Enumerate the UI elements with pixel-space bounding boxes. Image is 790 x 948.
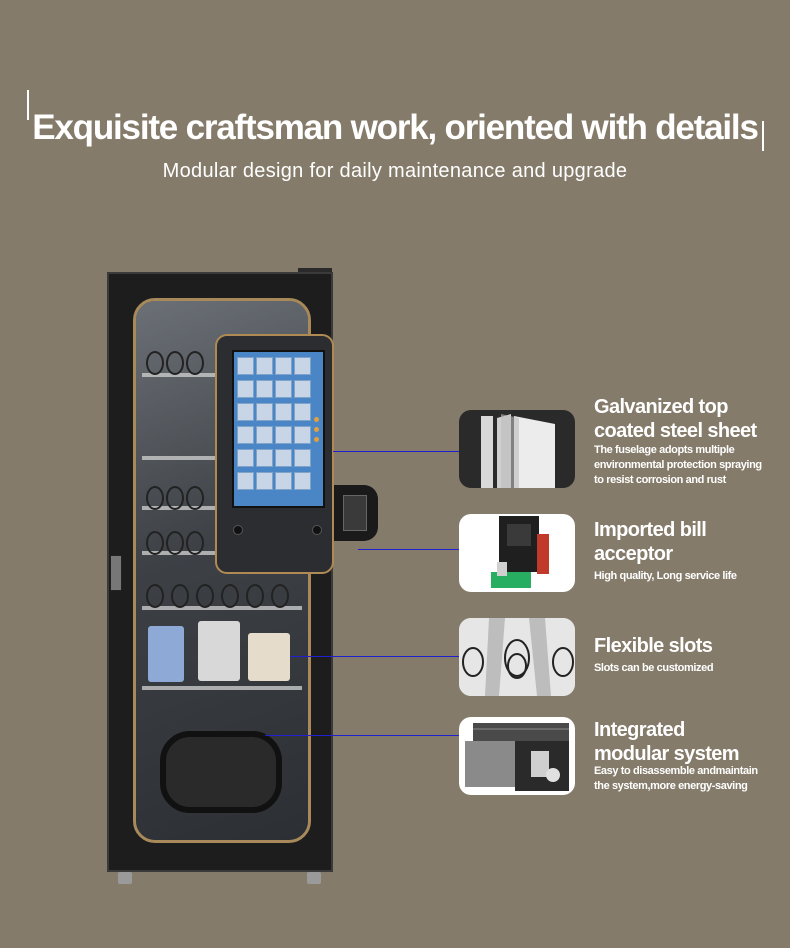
feature-title: Galvanized top [594, 396, 728, 418]
screen-item [294, 426, 311, 444]
spiral-coil [271, 584, 289, 608]
connector-line [333, 451, 459, 452]
screen-item [237, 426, 254, 444]
machine-foot [307, 872, 321, 884]
screen-item [275, 357, 292, 375]
slots-image [459, 618, 575, 696]
bill-acceptor-image [459, 514, 575, 592]
screen-item [237, 472, 254, 490]
spiral-slots-icon [459, 618, 575, 696]
screen-item [237, 403, 254, 421]
feature-description: Slots can be customized [594, 662, 714, 674]
screen-item [256, 449, 273, 467]
screen-item [256, 357, 273, 375]
feature-description: High quality, Long service life [594, 570, 737, 582]
touch-screen [232, 350, 325, 508]
modular-system-image [459, 717, 575, 795]
spiral-coil [186, 351, 204, 375]
screen-item [256, 380, 273, 398]
feature-title: modular system [594, 743, 740, 765]
title-left-bar [27, 90, 29, 120]
screen-item [256, 403, 273, 421]
feature-description: to resist corrosion and rust [594, 474, 726, 486]
screen-button-dot [314, 437, 319, 442]
screen-item [294, 449, 311, 467]
pickup-bin [160, 731, 282, 813]
screen-button-dot [314, 427, 319, 432]
screen-item [294, 380, 311, 398]
steel-sheet-icon [481, 414, 555, 488]
spiral-coil [246, 584, 264, 608]
screen-item [256, 426, 273, 444]
screen-item [294, 403, 311, 421]
connector-line [358, 549, 459, 550]
spiral-coil [186, 486, 204, 510]
refrigeration-unit-icon [465, 723, 569, 791]
feature-description: the system,more energy-saving [594, 780, 748, 792]
speaker-icon [312, 525, 322, 535]
spiral-coil [146, 351, 164, 375]
spiral-coil [146, 584, 164, 608]
machine-foot [118, 872, 132, 884]
steel-sheet-image [459, 410, 575, 488]
screen-item [275, 472, 292, 490]
screen-button-dot [314, 417, 319, 422]
feature-description: environmental protection spraying [594, 459, 762, 471]
spiral-coil [146, 531, 164, 555]
connector-line [265, 735, 459, 736]
connector-line [290, 656, 459, 657]
page-subtitle: Modular design for daily maintenance and… [162, 160, 628, 182]
bill-slot [343, 495, 367, 531]
spiral-coil [166, 351, 184, 375]
screen-item [275, 403, 292, 421]
screen-item [275, 426, 292, 444]
speaker-icon [233, 525, 243, 535]
screen-item [294, 472, 311, 490]
screen-item [237, 357, 254, 375]
feature-title: Integrated [594, 719, 685, 741]
feature-title: acceptor [594, 543, 673, 565]
screen-item [237, 380, 254, 398]
feature-title: Imported bill [594, 519, 707, 541]
feature-title: coated steel sheet [594, 420, 757, 442]
spiral-coil [166, 486, 184, 510]
shelf [142, 686, 302, 690]
feature-title: Flexible slots [594, 635, 713, 657]
door-handle [110, 555, 122, 591]
spiral-coil [221, 584, 239, 608]
spiral-coil [186, 531, 204, 555]
product-package [198, 621, 240, 681]
product-package [148, 626, 184, 682]
product-package [248, 633, 290, 681]
spiral-coil [146, 486, 164, 510]
screen-item [275, 380, 292, 398]
bill-acceptor-icon [491, 516, 549, 588]
feature-description: The fuselage adopts multiple [594, 444, 735, 456]
spiral-coil [171, 584, 189, 608]
shelf [142, 606, 302, 610]
spiral-coil [166, 531, 184, 555]
screen-item [237, 449, 254, 467]
feature-description: Easy to disassemble andmaintain [594, 765, 758, 777]
title-right-bar [762, 121, 764, 151]
spiral-coil [196, 584, 214, 608]
screen-item [256, 472, 273, 490]
screen-item [294, 357, 311, 375]
screen-item [275, 449, 292, 467]
page-title: Exquisite craftsman work, oriented with … [32, 108, 759, 147]
